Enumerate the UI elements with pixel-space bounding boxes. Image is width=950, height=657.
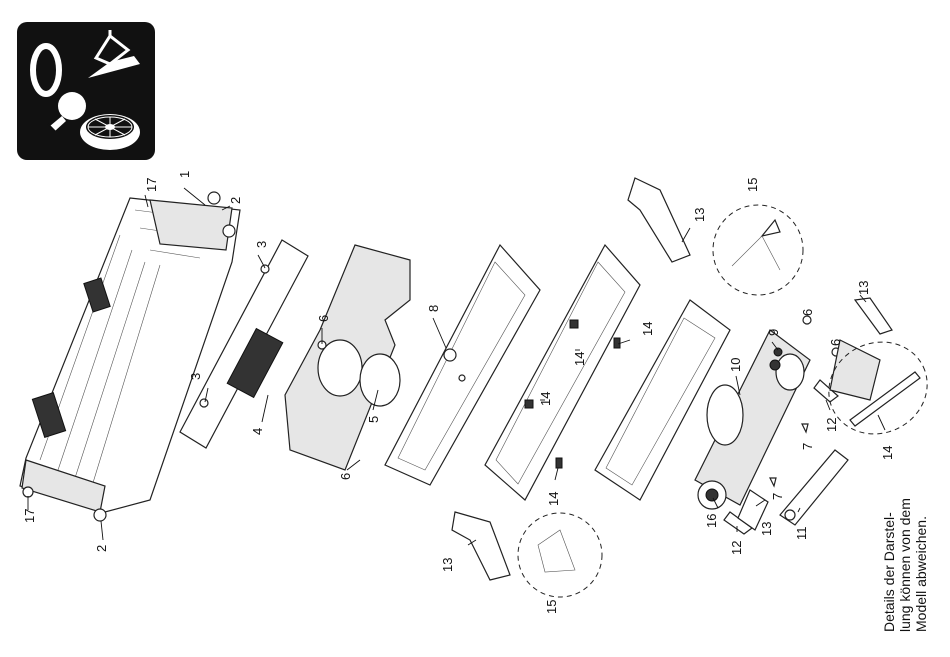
icon-panel — [17, 22, 155, 160]
callout-2: 2 — [94, 545, 109, 552]
callout-4: 4 — [250, 428, 265, 435]
weight-block — [285, 245, 410, 470]
coupler-13-bottom — [452, 512, 510, 580]
callout-14: 14 — [640, 322, 655, 336]
note-line-3: Modell abweichen. — [913, 516, 929, 632]
callout-13: 13 — [759, 522, 774, 536]
callout-11: 11 — [794, 527, 809, 541]
callout-8: 8 — [426, 305, 441, 312]
callout-10: 10 — [728, 358, 743, 372]
callout-1: 1 — [177, 171, 192, 178]
callout-2: 2 — [228, 197, 243, 204]
callout-14: 14 — [538, 392, 553, 406]
callout-7: 7 — [800, 443, 815, 450]
callout-5: 5 — [366, 416, 381, 423]
coupler-13-right — [855, 298, 892, 334]
callout-13: 13 — [692, 208, 707, 222]
detail-group-15-top — [713, 205, 803, 295]
coupler-13-top — [628, 178, 690, 262]
callout-3: 3 — [188, 373, 203, 380]
bogie-sideframe — [780, 450, 848, 525]
loco-body-shell — [20, 192, 240, 521]
callout-6: 6 — [338, 473, 353, 480]
note-line-1: Details der Darstel- — [881, 512, 897, 632]
callout-16: 16 — [704, 514, 719, 528]
callout-14: 14 — [572, 352, 587, 366]
callout-6: 6 — [800, 309, 815, 316]
callout-15: 15 — [745, 178, 760, 192]
callout-13: 13 — [440, 558, 455, 572]
callout-13: 13 — [856, 281, 871, 295]
callout-14: 14 — [880, 446, 895, 460]
callout-17: 17 — [144, 178, 159, 192]
callout-12: 12 — [729, 541, 744, 555]
callout-14: 14 — [546, 492, 561, 506]
disclaimer-note: Details der Darstel- lung können von dem… — [881, 498, 929, 632]
callout-12: 12 — [824, 418, 839, 432]
note-line-2: lung können von dem — [897, 498, 913, 632]
detail-group-15-bottom — [518, 513, 602, 597]
turntable-icon — [80, 114, 140, 150]
callout-6: 6 — [828, 339, 843, 346]
callout-3: 3 — [254, 241, 269, 248]
callout-7: 7 — [770, 493, 785, 500]
callout-6: 6 — [316, 315, 331, 322]
callout-17: 17 — [22, 509, 37, 523]
callout-9: 9 — [766, 329, 781, 336]
callout-15: 15 — [544, 600, 559, 614]
